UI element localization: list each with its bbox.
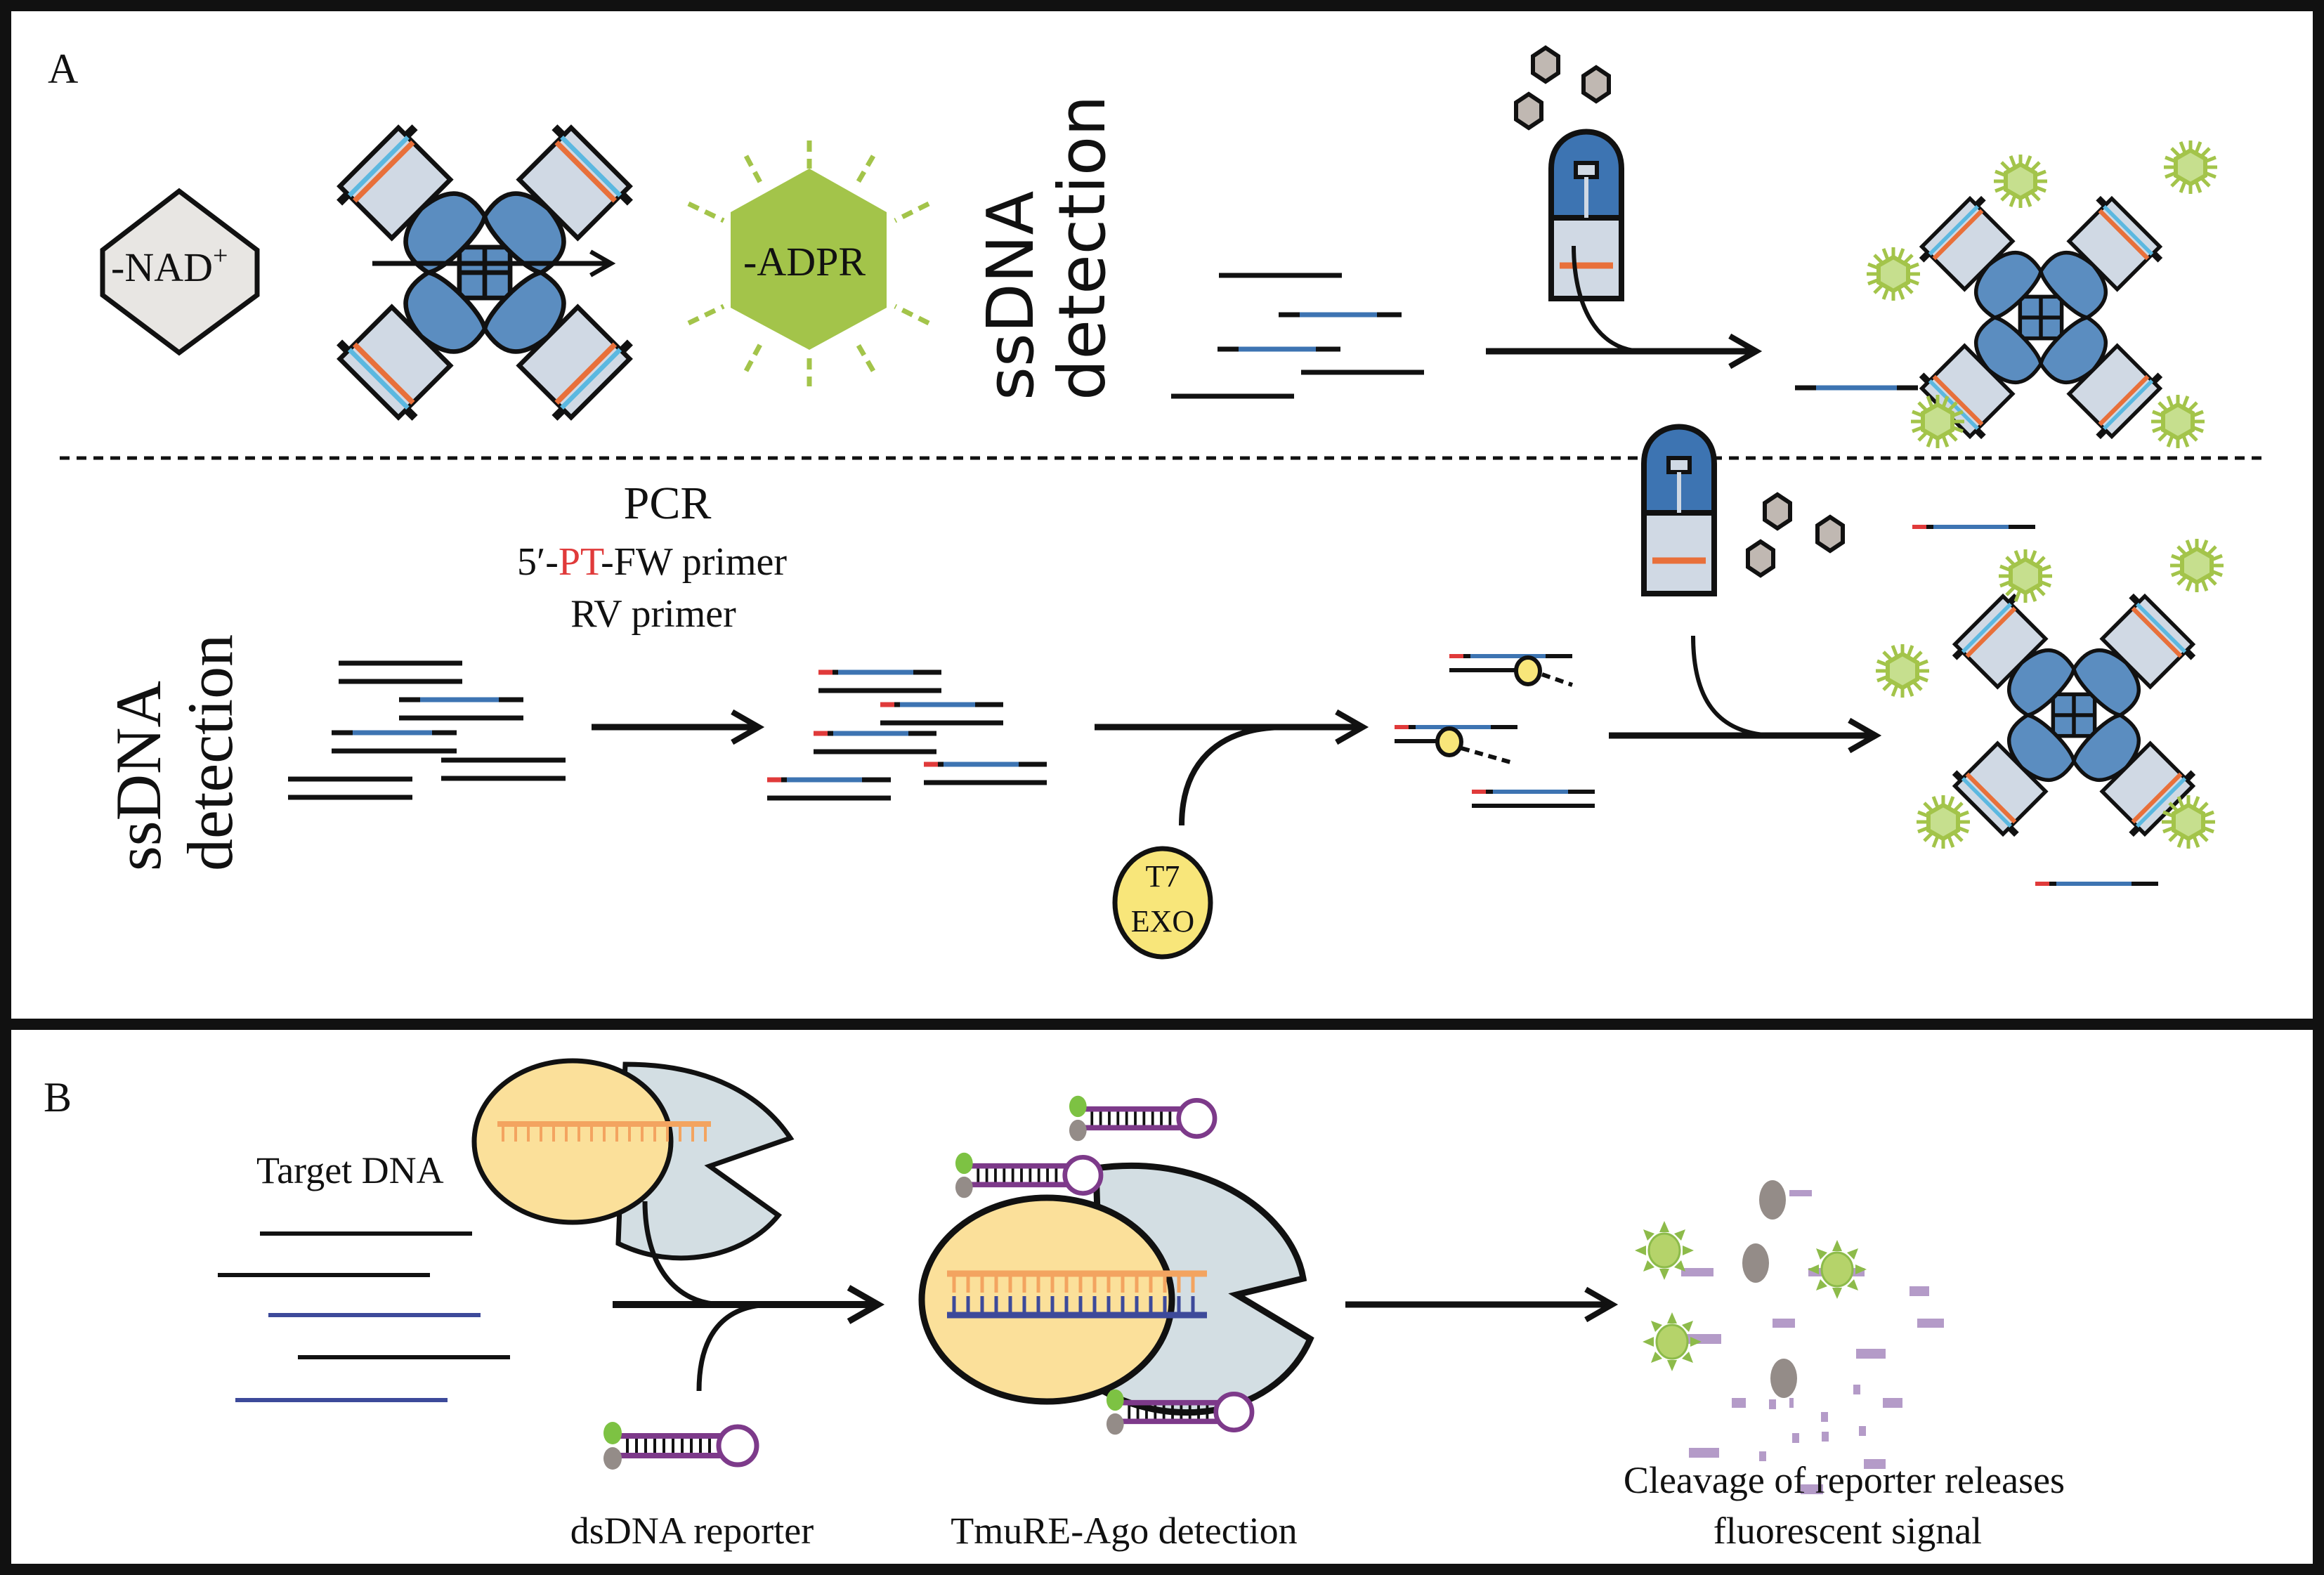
ssdna-strands-top bbox=[1171, 273, 1424, 399]
curved-arrow-bottom bbox=[1691, 635, 1778, 738]
adpr-label: -ADPR bbox=[743, 239, 866, 285]
hexagon-ligand-icon-bottom bbox=[1748, 495, 1843, 575]
sparsa-tetramer-icon bbox=[332, 119, 639, 426]
released-strands-bottom bbox=[1912, 525, 2158, 886]
pcr-product-strands bbox=[767, 669, 1047, 801]
svg-text:detection: detection bbox=[1045, 96, 1120, 400]
ssdna-detection-label-top: ssDNA detection bbox=[973, 96, 1120, 400]
panel-b-frame bbox=[0, 1019, 2324, 1575]
fluorophore-burst-icons bbox=[1633, 1220, 1868, 1373]
panel-b-label: B bbox=[44, 1074, 72, 1120]
t7-exo-enzyme: T7 EXO bbox=[1112, 846, 1213, 960]
merge-curve-bottom bbox=[696, 1302, 773, 1392]
cleaved-reporter-fragments bbox=[1680, 1190, 1944, 1494]
svg-text:ssDNA: ssDNA bbox=[103, 681, 174, 871]
hexagon-ligand-icon bbox=[1516, 48, 1609, 128]
exo-digesting-strands bbox=[1395, 654, 1595, 808]
nad-hexagon: -NAD+ bbox=[100, 188, 260, 356]
target-dna-label: Target DNA bbox=[256, 1149, 444, 1191]
panel-a-label: A bbox=[48, 46, 78, 92]
fluorescent-signal-icons-top bbox=[1867, 140, 2217, 448]
activated-tetramer-icon-bottom bbox=[1948, 589, 2200, 842]
effector-protein-icon bbox=[1551, 132, 1621, 299]
fw-primer-label: 5′-PT-FW primer bbox=[517, 540, 787, 584]
pcr-title: PCR bbox=[624, 478, 712, 529]
svg-text:detection: detection bbox=[174, 634, 246, 871]
svg-text:EXO: EXO bbox=[1131, 904, 1194, 939]
ssdna-detection-label-bottom: ssDNA detection bbox=[103, 634, 246, 871]
nad-label: -NAD+ bbox=[111, 241, 228, 290]
dsdna-reporter-label: dsDNA reporter bbox=[570, 1510, 814, 1552]
detection-label: TmuRE-Ago detection bbox=[951, 1510, 1297, 1552]
rv-primer-label: RV primer bbox=[570, 592, 736, 636]
quencher-dots bbox=[1742, 1180, 1797, 1398]
adpr-hexagon: -ADPR bbox=[687, 140, 930, 386]
ago-target-complex-icon bbox=[918, 1162, 1314, 1416]
dsdna-input-strands bbox=[288, 660, 566, 800]
svg-text:ssDNA: ssDNA bbox=[973, 190, 1048, 400]
result-label-line1: Cleavage of reporter releases bbox=[1624, 1459, 2065, 1501]
ago-guide-complex-icon bbox=[471, 1058, 795, 1261]
effector-protein-icon-bottom bbox=[1644, 427, 1714, 594]
merge-curve-top bbox=[642, 1201, 724, 1307]
svg-text:T7: T7 bbox=[1146, 859, 1180, 894]
target-dna-strands bbox=[218, 1231, 510, 1402]
dsdna-reporter-icon bbox=[603, 1422, 757, 1470]
exo-curved-arrow bbox=[1179, 724, 1286, 826]
result-label-line2: fluorescent signal bbox=[1713, 1510, 1982, 1552]
